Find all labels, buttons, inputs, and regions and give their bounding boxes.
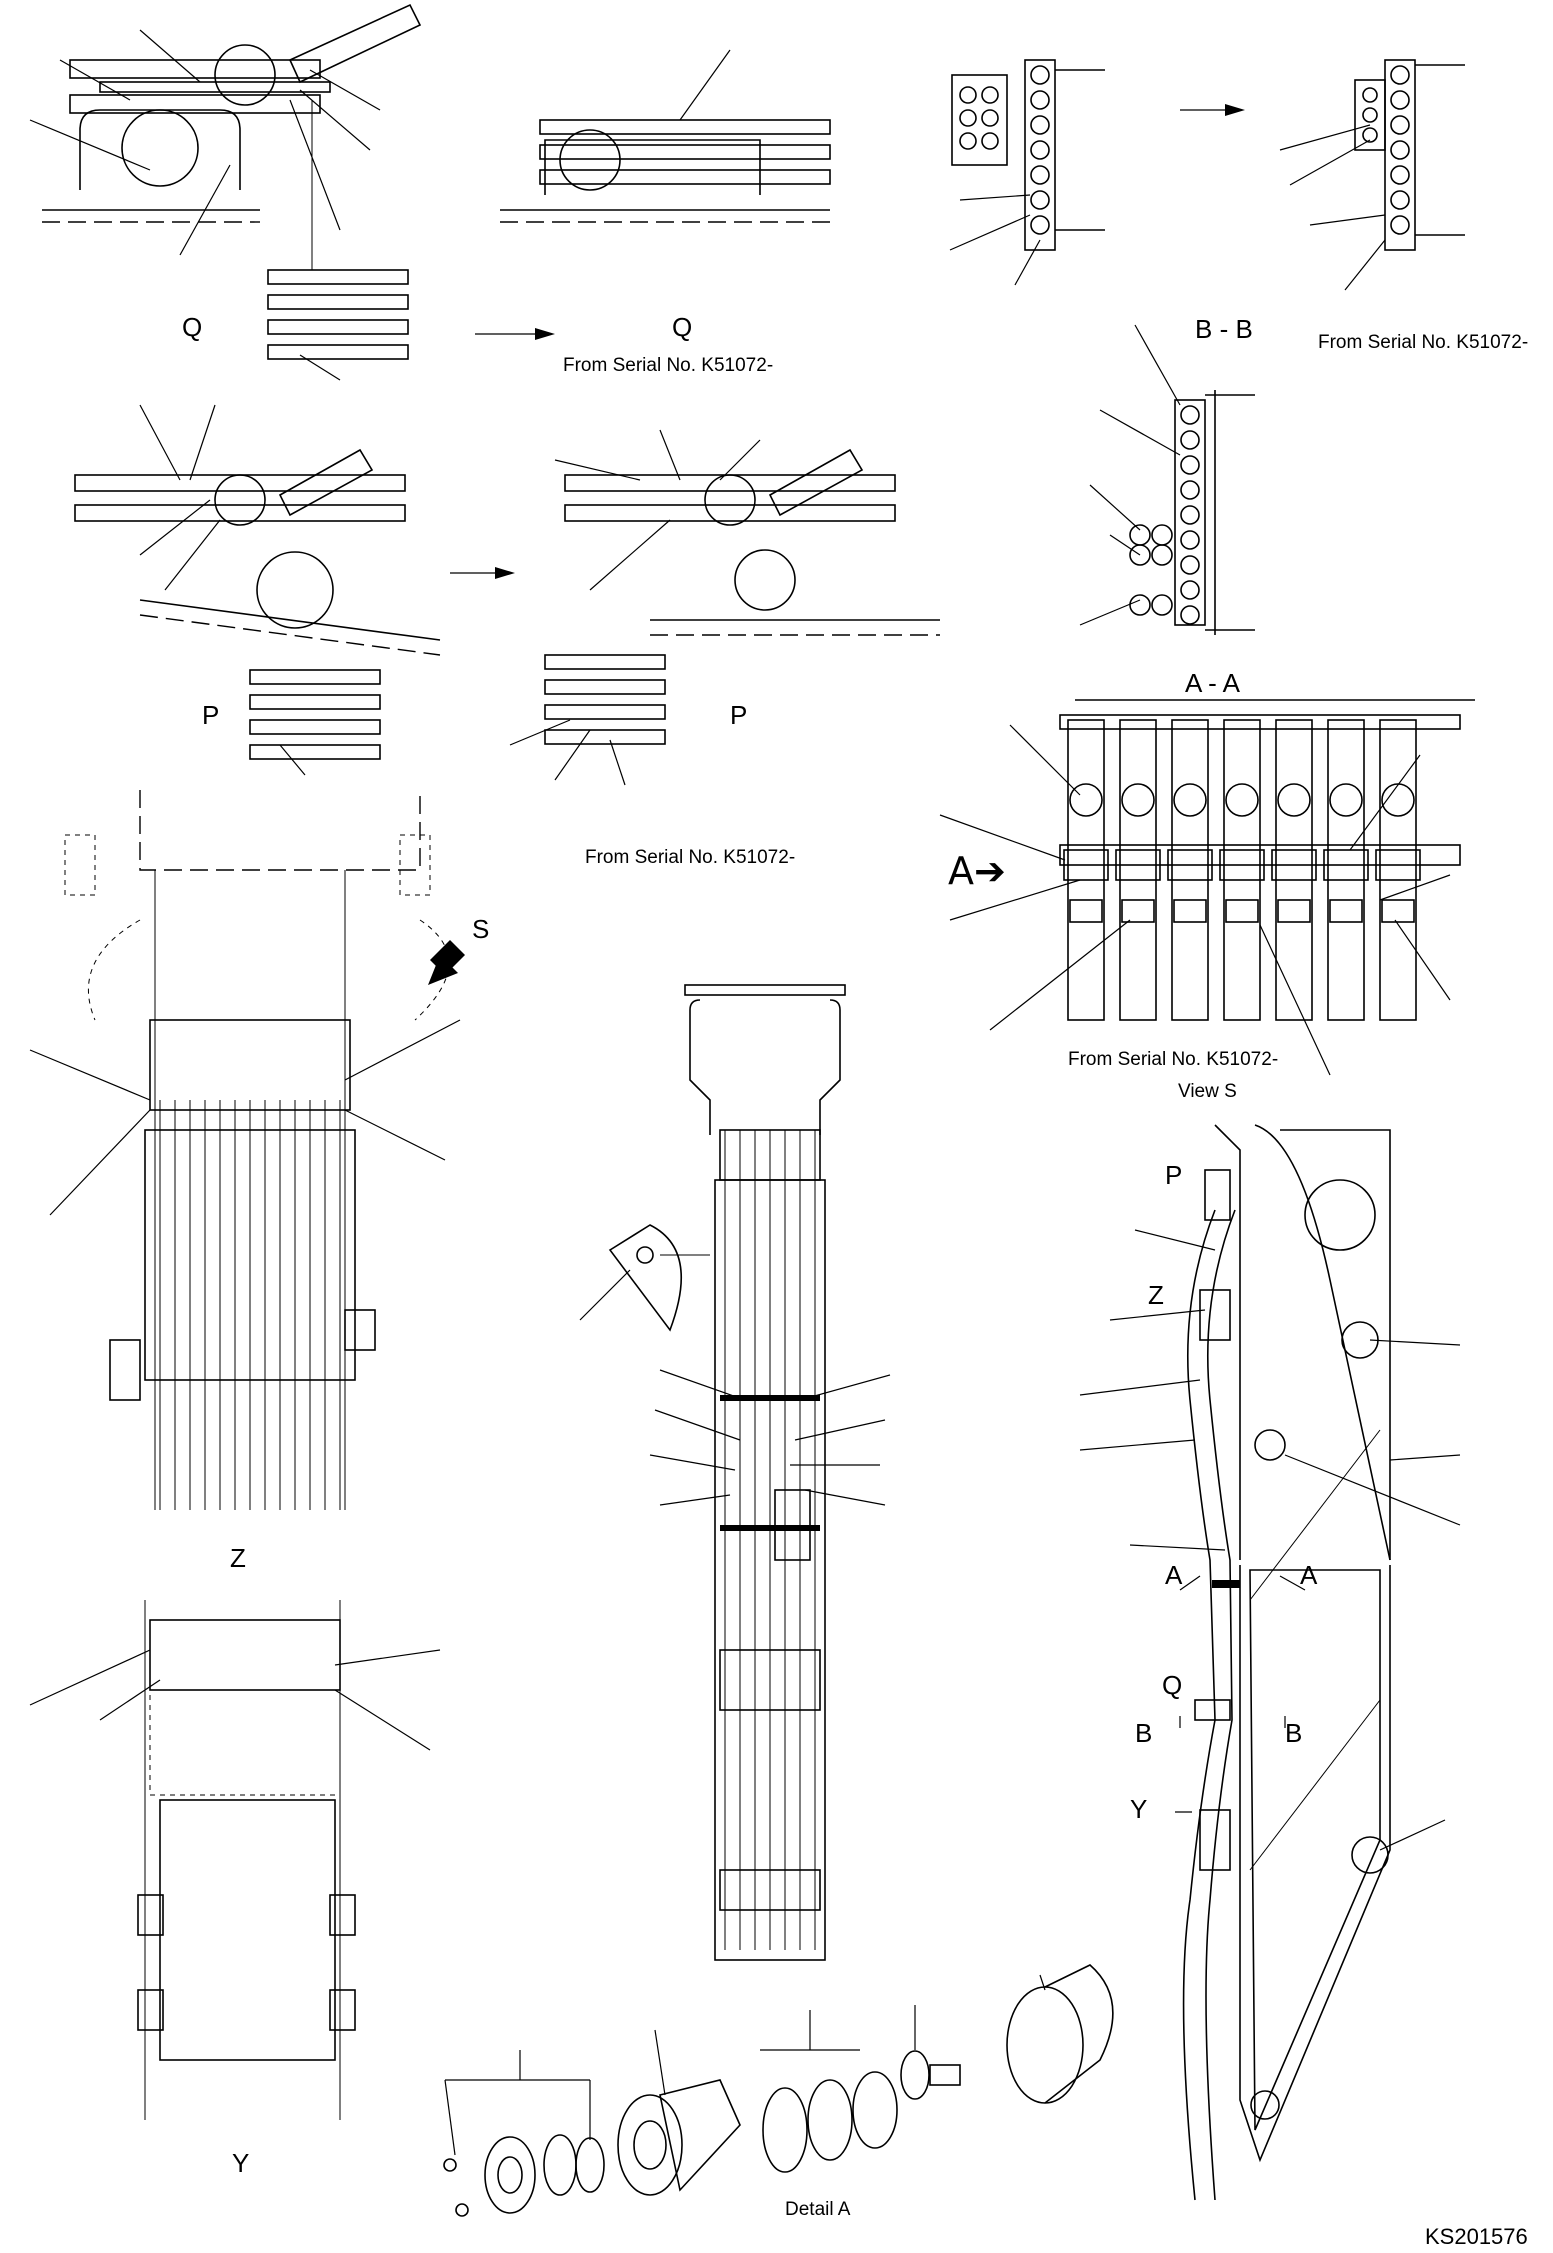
view-p-before — [74, 404, 441, 776]
drawing-code: KS201576 — [1425, 2224, 1528, 2249]
boom-marker-a-left: A — [1165, 1560, 1183, 1590]
center-boom-view — [579, 984, 891, 1961]
view-q-before — [29, 3, 422, 381]
view-q-after — [500, 49, 831, 223]
view-s — [939, 699, 1475, 1076]
view-label-y: Y — [232, 2148, 250, 2178]
boom-marker-b-right: B — [1285, 1718, 1303, 1748]
view-label-detail-a: Detail A — [785, 2199, 851, 2220]
view-a-a — [1079, 324, 1255, 635]
view-b-b-after — [1279, 59, 1465, 291]
view-label-s: View S — [1178, 1081, 1237, 1102]
serial-note-p: From Serial No. K51072- — [585, 847, 796, 868]
view-label-z: Z — [230, 1543, 246, 1573]
serial-note-b-b: From Serial No. K51072- — [1318, 332, 1529, 353]
view-label-p-before: P — [202, 700, 220, 730]
view-label-a-a: A - A — [1185, 668, 1240, 698]
boom-marker-b-left: B — [1135, 1718, 1153, 1748]
view-z — [29, 790, 461, 1510]
boom-marker-z: Z — [1148, 1280, 1164, 1310]
boom-side-view — [1079, 1124, 1461, 2201]
view-b-b — [949, 59, 1105, 286]
view-label-b-b: B - B — [1195, 314, 1253, 344]
arrow-right-icon: ➔ — [974, 849, 1006, 893]
view-label-p-after: P — [730, 700, 748, 730]
view-label-q-before: Q — [182, 312, 203, 342]
view-y — [29, 1600, 441, 2120]
boom-marker-q: Q — [1162, 1670, 1183, 1700]
view-p-after — [509, 429, 940, 786]
view-label-q-after: Q — [672, 312, 693, 342]
view-marker-a-letter: A — [948, 849, 974, 893]
boom-marker-a-right: A — [1300, 1560, 1318, 1590]
view-marker-s: S — [472, 914, 490, 944]
boom-marker-p: P — [1165, 1160, 1183, 1190]
detail-a — [443, 1964, 1114, 2217]
boom-marker-y: Y — [1130, 1794, 1148, 1824]
serial-note-s: From Serial No. K51072- — [1068, 1049, 1279, 1070]
view-marker-a: A➔ — [948, 852, 1006, 890]
serial-note-q: From Serial No. K51072- — [563, 355, 774, 376]
